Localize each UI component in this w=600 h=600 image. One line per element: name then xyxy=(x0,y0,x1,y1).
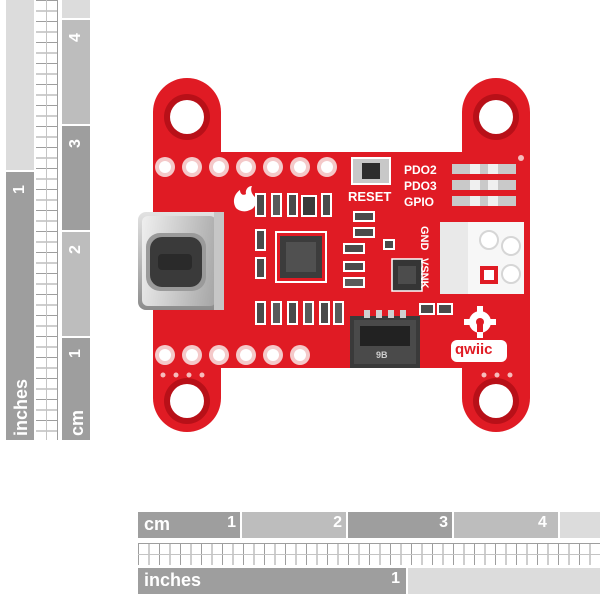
bottom-ruler-inch-seg-1: inches 1 xyxy=(138,568,406,594)
left-ruler-cm-seg-0 xyxy=(62,0,90,18)
bottom-ruler-cm-number: 3 xyxy=(439,514,448,531)
bottom-ruler-tick-line xyxy=(138,543,600,544)
bottom-ruler-cm-label: cm xyxy=(144,514,171,534)
mosfet-ic xyxy=(391,258,423,292)
bottom-ruler-cm-seg-1: cm 1 xyxy=(138,512,240,538)
left-ruler-ticks xyxy=(36,0,58,440)
open-hardware-gear-logo xyxy=(464,306,496,338)
reset-label: RESET xyxy=(348,189,392,204)
left-ruler-cm-seg-4: 4 xyxy=(62,20,90,124)
bottom-ruler-cm-seg-4: 4 xyxy=(454,512,558,538)
bottom-ruler-cm-number: 4 xyxy=(538,514,547,531)
usb-c-connector xyxy=(138,212,224,310)
bottom-ruler-cm-seg-2: 2 xyxy=(242,512,346,538)
qwiic-logo-text: qwiic xyxy=(455,341,493,358)
left-ruler-cm-seg-3: 3 xyxy=(62,126,90,230)
jumper-pads xyxy=(452,155,524,206)
bottom-header-pins xyxy=(155,345,310,365)
gnd-label: GND xyxy=(418,226,430,251)
top-header-pins xyxy=(155,157,337,177)
left-ruler-cm-seg-1: 1 cm xyxy=(62,338,90,440)
bottom-ruler-cm-seg-3: 3 xyxy=(348,512,452,538)
bottom-ruler-inch-seg-2 xyxy=(408,568,600,594)
pdo3-label: PDO3 xyxy=(404,179,437,193)
sparkfun-flame-logo xyxy=(233,186,257,212)
output-terminals xyxy=(440,222,524,294)
left-ruler-inch-seg-0 xyxy=(6,0,34,170)
qwiic-connector-marking: 9B xyxy=(376,350,388,360)
passive-components xyxy=(255,193,453,325)
left-ruler-cm-seg-2: 2 xyxy=(62,232,90,336)
bottom-ruler-cm-number: 2 xyxy=(333,514,342,531)
bottom-ruler-cm-seg-5 xyxy=(560,512,600,538)
bottom-ruler-cm-number: 1 xyxy=(227,514,236,531)
pdo2-label: PDO2 xyxy=(404,163,437,177)
qwiic-connector xyxy=(350,310,420,368)
left-ruler-inch-seg-1: 1 inches xyxy=(6,172,34,440)
bottom-ruler-tick-line xyxy=(138,554,600,555)
pd-controller-ic xyxy=(275,231,327,283)
vsnk-label: VSNK xyxy=(418,258,430,289)
bottom-ruler-inches-label: inches xyxy=(144,570,202,590)
left-ruler-tick-line xyxy=(46,0,47,440)
mounting-holes xyxy=(164,94,519,424)
gpio-label: GPIO xyxy=(404,195,435,209)
bottom-ruler-inch-number: 1 xyxy=(391,570,400,587)
reset-button xyxy=(351,157,391,185)
qwiic-logo-box xyxy=(451,340,507,362)
left-ruler-tick-line xyxy=(57,0,58,440)
